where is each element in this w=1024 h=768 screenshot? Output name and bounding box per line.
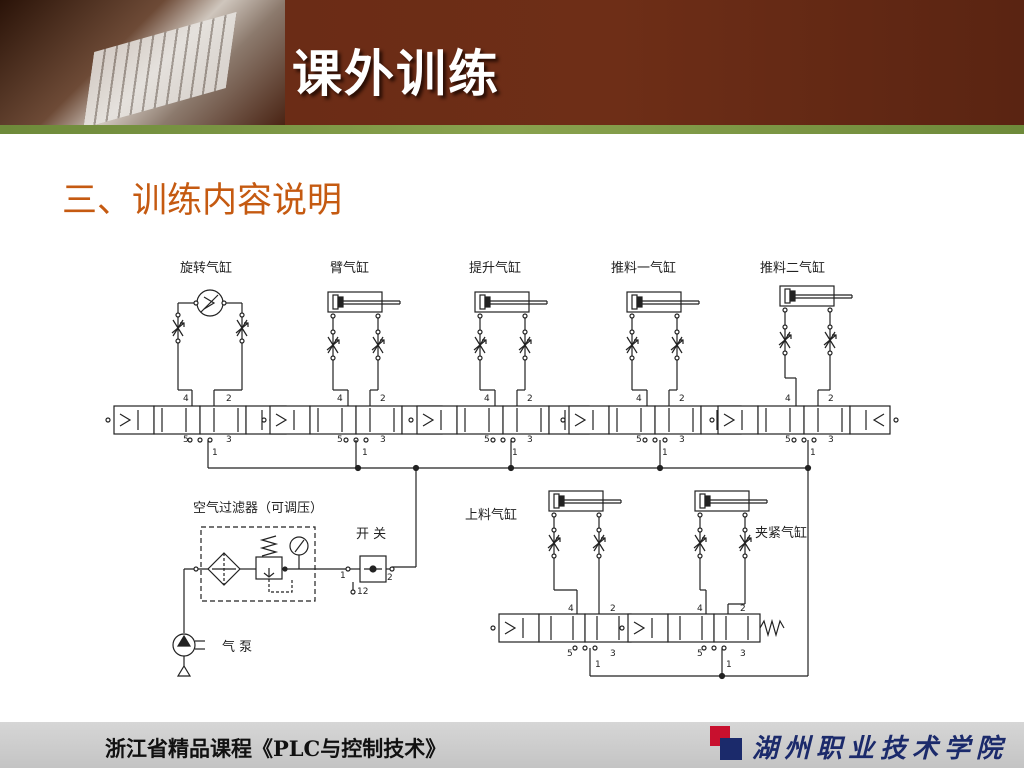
svg-text:4: 4 bbox=[337, 394, 343, 404]
svg-text:3: 3 bbox=[527, 435, 533, 445]
svg-text:2: 2 bbox=[226, 394, 232, 404]
supply-manifold bbox=[207, 440, 812, 676]
svg-text:1: 1 bbox=[595, 660, 601, 670]
section-subtitle: 三、训练内容说明 bbox=[62, 181, 343, 221]
clamp-cylinder-group bbox=[619, 490, 785, 651]
svg-text:4: 4 bbox=[697, 604, 703, 614]
svg-text:2: 2 bbox=[380, 394, 386, 404]
switch-valve bbox=[350, 555, 395, 595]
svg-text:12: 12 bbox=[357, 587, 368, 597]
svg-text:1: 1 bbox=[810, 448, 816, 458]
school-logo-text: 湖州职业技术学院 bbox=[752, 734, 1009, 764]
svg-text:1: 1 bbox=[726, 660, 732, 670]
label-push2-cylinder: 推料二气缸 bbox=[760, 260, 825, 276]
label-lift-cylinder: 提升气缸 bbox=[469, 260, 521, 276]
svg-text:1: 1 bbox=[212, 448, 218, 458]
slide-title: 课外训练 bbox=[292, 45, 500, 103]
svg-text:5: 5 bbox=[697, 649, 703, 659]
svg-text:3: 3 bbox=[740, 649, 746, 659]
label-clamp-cylinder: 夹紧气缸 bbox=[755, 525, 807, 541]
label-air-filter: 空气过滤器（可调压） bbox=[193, 500, 323, 516]
label-rotary-cylinder: 旋转气缸 bbox=[180, 260, 232, 276]
svg-text:4: 4 bbox=[484, 394, 490, 404]
svg-text:5: 5 bbox=[785, 435, 791, 445]
label-arm-cylinder: 臂气缸 bbox=[330, 260, 369, 276]
svg-text:1: 1 bbox=[662, 448, 668, 458]
svg-text:5: 5 bbox=[183, 435, 189, 445]
rotary-cylinder-group bbox=[105, 289, 295, 443]
svg-text:2: 2 bbox=[610, 604, 616, 614]
svg-text:4: 4 bbox=[183, 394, 189, 404]
keyboard-photo bbox=[0, 0, 285, 129]
school-logo-icon bbox=[710, 726, 746, 762]
footer-bar bbox=[0, 722, 1024, 768]
svg-text:1: 1 bbox=[512, 448, 518, 458]
svg-text:4: 4 bbox=[636, 394, 642, 404]
push1-cylinder-group bbox=[560, 291, 750, 443]
svg-text:1: 1 bbox=[362, 448, 368, 458]
header-band bbox=[0, 0, 1024, 129]
svg-text:3: 3 bbox=[610, 649, 616, 659]
air-pump bbox=[172, 633, 205, 677]
label-pump: 气 泵 bbox=[222, 639, 252, 655]
svg-text:4: 4 bbox=[785, 394, 791, 404]
svg-text:2: 2 bbox=[387, 573, 393, 583]
svg-text:3: 3 bbox=[226, 435, 232, 445]
load-cylinder-group bbox=[490, 490, 656, 651]
header-stripe bbox=[0, 125, 1024, 134]
port-number-labels: 4 2 5 1 3 4 2 5 1 3 4 2 5 1 3 4 2 5 1 3 … bbox=[183, 394, 834, 670]
svg-text:5: 5 bbox=[636, 435, 642, 445]
svg-text:3: 3 bbox=[828, 435, 834, 445]
svg-text:5: 5 bbox=[337, 435, 343, 445]
svg-text:2: 2 bbox=[828, 394, 834, 404]
footer-course-name: 浙江省精品课程《PLC与控制技术》 bbox=[105, 736, 447, 761]
svg-text:3: 3 bbox=[380, 435, 386, 445]
svg-text:2: 2 bbox=[740, 604, 746, 614]
lift-cylinder-group bbox=[408, 291, 598, 443]
arm-cylinder-group bbox=[261, 291, 451, 443]
svg-text:3: 3 bbox=[679, 435, 685, 445]
svg-text:5: 5 bbox=[567, 649, 573, 659]
svg-text:1: 1 bbox=[340, 571, 346, 581]
svg-text:2: 2 bbox=[527, 394, 533, 404]
label-switch: 开 关 bbox=[356, 527, 386, 542]
label-push1-cylinder: 推料一气缸 bbox=[611, 260, 676, 276]
svg-text:5: 5 bbox=[484, 435, 490, 445]
label-load-cylinder: 上料气缸 bbox=[465, 507, 517, 523]
svg-text:2: 2 bbox=[679, 394, 685, 404]
svg-text:4: 4 bbox=[568, 604, 574, 614]
lower-manifold bbox=[589, 648, 808, 680]
air-filter-unit bbox=[200, 526, 351, 602]
push2-cylinder-group bbox=[709, 285, 899, 443]
